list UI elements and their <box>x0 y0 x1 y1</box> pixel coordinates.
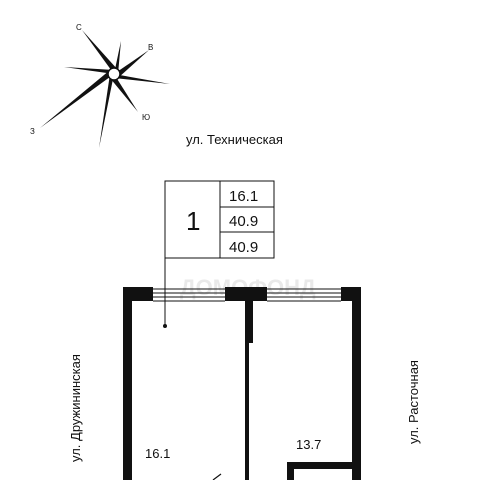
rooms-count: 1 <box>186 206 200 236</box>
street-left-label: ул. Дружининская <box>68 354 83 462</box>
living-area-value: 16.1 <box>229 188 258 205</box>
apartment-walls <box>123 287 361 480</box>
apartment-info-table: 1 16.1 40.9 40.9 <box>164 180 275 259</box>
leader-dot <box>163 324 167 328</box>
compass-east-label: В <box>148 43 153 52</box>
total-area-balcony-value: 40.9 <box>229 239 258 256</box>
street-right-label: ул. Расточная <box>406 360 421 444</box>
compass-west-label: З <box>30 127 35 136</box>
compass-rose: С В Ю З <box>30 23 170 148</box>
compass-south-label: Ю <box>142 113 150 122</box>
living-room-area-label: 16.1 <box>145 446 170 461</box>
compass-north-label: С <box>76 23 82 32</box>
kitchen-area-label: 13.7 <box>296 437 321 452</box>
street-top-label: ул. Техническая <box>186 132 283 147</box>
total-area-value: 40.9 <box>229 213 258 230</box>
